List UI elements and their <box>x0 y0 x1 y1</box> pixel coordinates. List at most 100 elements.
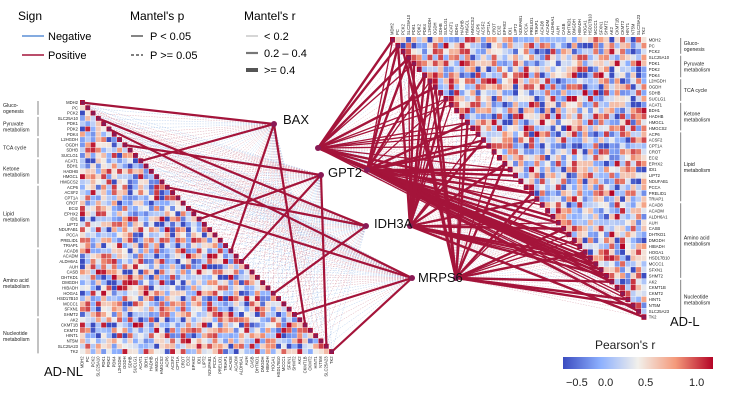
edge-weak <box>167 174 322 188</box>
heatmap-cell <box>154 184 160 190</box>
heatmap-cell <box>620 96 625 102</box>
heatmap-cell <box>438 72 444 78</box>
edge-weak <box>424 75 457 279</box>
heatmap-cell <box>534 107 540 114</box>
heatmap-cell <box>138 274 144 280</box>
heatmap-cell <box>207 285 213 291</box>
heatmap-cell <box>539 66 545 72</box>
heatmap-cell <box>545 137 551 143</box>
heatmap-cell <box>133 259 138 264</box>
heatmap-cell <box>244 317 250 323</box>
heatmap-cell <box>636 66 642 72</box>
edge-strong <box>240 174 322 263</box>
heatmap-cell <box>95 259 101 264</box>
heatmap-cell <box>507 125 513 131</box>
gene-col-label: CROT <box>180 356 185 368</box>
gene-col-label: MCCC1 <box>593 19 598 35</box>
heatmap-cell <box>497 143 502 149</box>
heatmap-cell <box>571 84 577 90</box>
heatmap-cell <box>175 264 181 270</box>
edge-strong <box>317 45 399 149</box>
heatmap-cell <box>106 248 112 254</box>
gene-col-label: SLC25A23 <box>324 356 329 377</box>
heatmap-cell <box>566 143 572 149</box>
heatmap-cell <box>223 317 228 323</box>
heatmap-cell <box>566 137 572 143</box>
heatmap-cell <box>593 42 599 49</box>
heatmap-cell <box>90 296 96 301</box>
heatmap-cell <box>502 54 508 61</box>
heatmap-cell <box>561 113 567 120</box>
heatmap-cell <box>555 131 561 137</box>
heatmap-cell <box>239 333 244 339</box>
gene-node <box>292 312 297 317</box>
gene-col-label: CKMT2 <box>620 20 625 35</box>
heatmap-cell <box>571 37 577 43</box>
heatmap-cell <box>630 172 636 179</box>
heatmap-cell <box>276 333 281 339</box>
edge-weak <box>409 225 575 241</box>
heatmap-cell <box>630 90 636 96</box>
heatmap-cell <box>497 72 502 78</box>
heatmap-cell <box>609 155 615 161</box>
heatmap-cell <box>582 84 588 90</box>
heatmap-cell <box>143 280 149 286</box>
gene-col-label: DMGDH <box>572 19 577 35</box>
hub-node-left <box>318 172 324 178</box>
heatmap-cell <box>448 42 454 49</box>
heatmap-cell <box>239 312 244 317</box>
heatmap-cell <box>459 60 465 67</box>
gene-node <box>297 317 303 323</box>
heatmap-cell <box>143 296 149 301</box>
edge-weak <box>331 225 367 352</box>
gene-col-label: SLC25A10 <box>96 356 101 377</box>
heatmap-cell <box>133 306 138 312</box>
heatmap-cell <box>196 349 202 354</box>
heatmap-cell <box>630 255 636 261</box>
heatmap-cell <box>154 264 160 270</box>
heatmap-cell <box>459 66 465 72</box>
heatmap-cell <box>170 290 175 296</box>
heatmap-cell <box>464 54 470 61</box>
heatmap-cell <box>148 296 154 301</box>
heatmap-cell <box>148 227 154 233</box>
heatmap-cell <box>534 84 540 90</box>
heatmap-cell <box>400 42 406 49</box>
heatmap-cell <box>133 232 138 238</box>
heatmap-cell <box>170 248 175 254</box>
heatmap-cell <box>302 333 308 339</box>
heatmap-cell <box>186 301 191 307</box>
edge-weak <box>299 277 413 321</box>
heatmap-cell <box>636 231 642 238</box>
heatmap-cell <box>630 42 636 49</box>
heatmap-cell <box>164 227 170 233</box>
heatmap-cell <box>539 78 545 84</box>
heatmap-cell <box>143 285 149 291</box>
heatmap-cell <box>207 232 213 238</box>
gene-row-label: CKMT1B <box>61 323 78 328</box>
heatmap-cell <box>630 84 636 90</box>
gene-col-label: ACAT1 <box>138 356 143 370</box>
heatmap-cell <box>486 37 492 43</box>
heatmap-cell <box>207 290 213 296</box>
heatmap-cell <box>106 338 112 344</box>
heatmap-cell <box>518 137 524 143</box>
gene-node <box>401 49 406 54</box>
heatmap-cell <box>85 142 91 148</box>
heatmap-cell <box>598 54 604 61</box>
heatmap-cell <box>95 306 101 312</box>
heatmap-cell <box>265 322 271 328</box>
heatmap-cell <box>555 202 561 208</box>
heatmap-cell <box>539 101 545 108</box>
heatmap-cell <box>491 42 497 49</box>
gene-col-label: PRELID1 <box>218 356 223 374</box>
heatmap-cell <box>507 155 513 161</box>
heatmap-cell <box>566 60 572 67</box>
gene-row-label: ACSF2 <box>649 138 663 143</box>
heatmap-cell <box>625 37 631 43</box>
heatmap-cell <box>582 243 588 249</box>
heatmap-cell <box>186 253 191 259</box>
edge-weak <box>130 150 367 227</box>
heatmap-cell <box>422 54 428 61</box>
heatmap-cell <box>90 306 96 312</box>
